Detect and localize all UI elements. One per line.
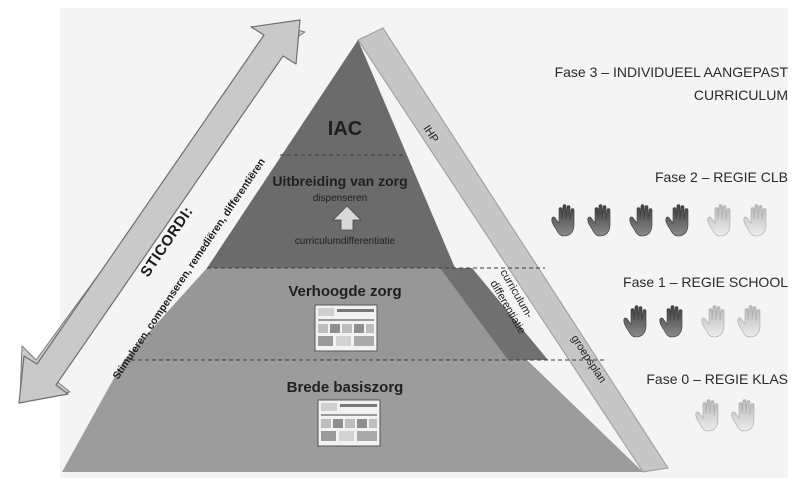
level-iac-title: IAC xyxy=(328,118,362,140)
level-verhoogde-title: Verhoogde zorg xyxy=(288,283,401,300)
phase-3-line2: CURRICULUM xyxy=(694,87,788,103)
pyramid-side-band xyxy=(357,27,669,473)
phase-1-label: Fase 1 – REGIE SCHOOL xyxy=(623,274,788,290)
up-arrow-icon xyxy=(332,205,362,231)
inner-band xyxy=(440,268,548,360)
phase-0-label: Fase 0 – REGIE KLAS xyxy=(646,371,788,387)
tier-top xyxy=(207,40,455,268)
level-uitbreiding-curriculumdifferentiatie: curriculumdifferentiatie xyxy=(295,236,396,247)
phase-3-line1: Fase 3 – INDIVIDUEEL AANGEPAST xyxy=(555,64,789,80)
level-brede-title: Brede basiszorg xyxy=(287,379,404,396)
level-uitbreiding-title: Uitbreiding van zorg xyxy=(272,173,407,189)
plan-document-thumbnail xyxy=(314,304,378,352)
sticordi-arrow-body xyxy=(18,19,301,404)
phase-2-label: Fase 2 – REGIE CLB xyxy=(655,169,788,185)
plan-document-thumbnail xyxy=(317,399,381,447)
level-uitbreiding-dispenseren: dispenseren xyxy=(313,193,367,204)
